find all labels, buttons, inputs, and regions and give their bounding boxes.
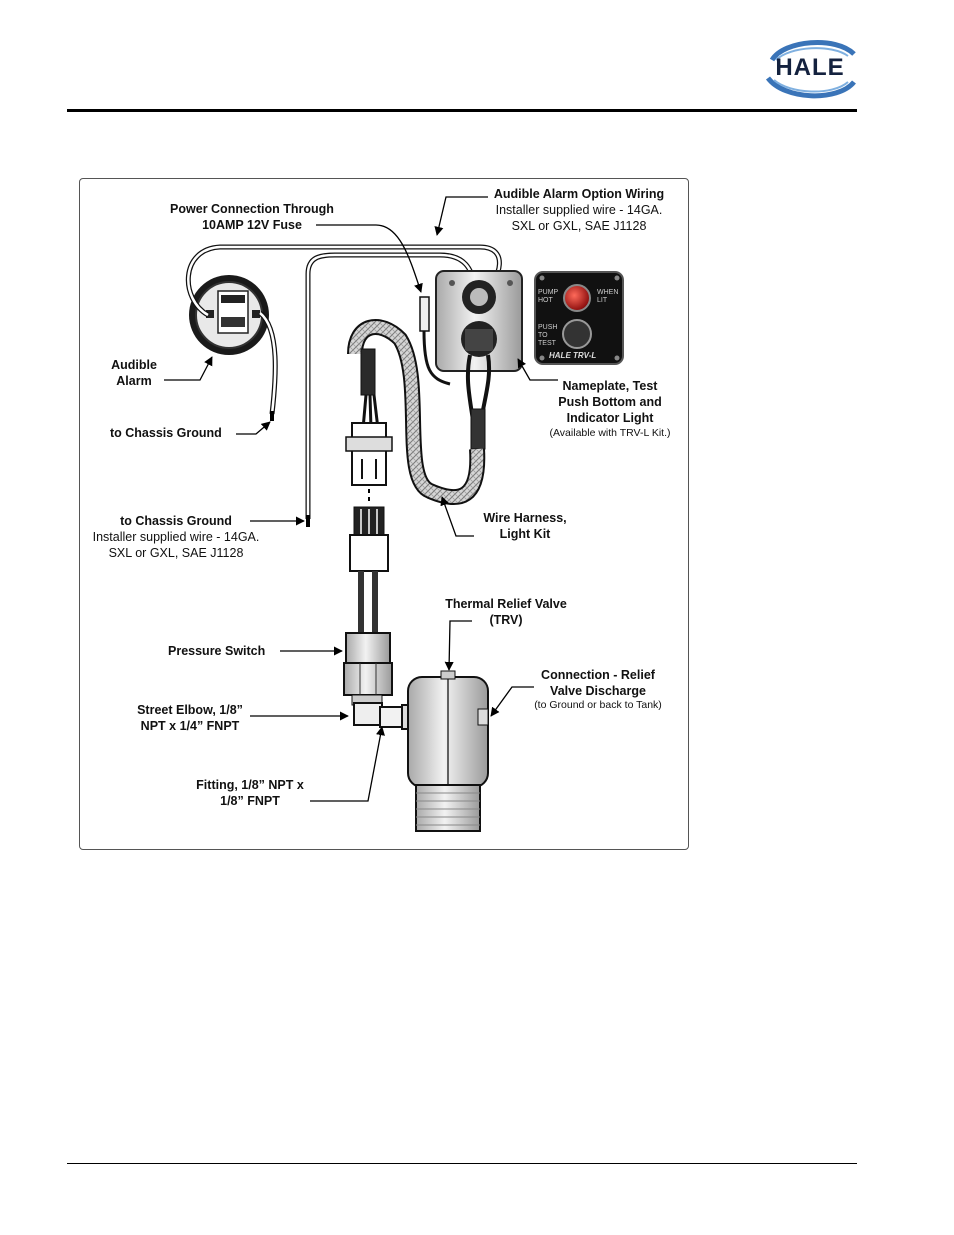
header-rule [67,109,857,112]
label-chassis-ground-2-line2: Installer supplied wire - 14GA. [92,530,260,544]
pressure-switch [343,632,393,706]
label-chassis-ground-2-title: to Chassis Ground [120,514,232,528]
logo-text: HALE [775,54,845,81]
label-nameplate-line2: Push Bottom and [558,395,662,409]
label-connection-note: (to Ground or back to Tank) [534,699,662,711]
thermal-relief-valve [407,670,489,832]
label-power-line2: 10AMP 12V Fuse [202,218,302,232]
indicator-light-icon [563,284,591,312]
label-street-elbow-line2: NPT x 1/4” FNPT [140,719,240,733]
indicator-panel [534,271,624,365]
test-button-icon [562,319,592,349]
harness-connector [345,422,393,486]
wiring-diagram-art [164,196,624,832]
label-nameplate-line3: Indicator Light [566,411,654,425]
label-chassis-ground-2-line3: SXL or GXL, SAE J1128 [108,546,244,560]
street-elbow [353,702,413,730]
mounting-plate [435,270,523,372]
label-chassis-ground-1: to Chassis Ground [110,426,222,440]
switch-connector [349,506,389,633]
label-wire-harness-line2: Light Kit [499,527,551,541]
label-audible-alarm-line2: Alarm [116,374,152,388]
label-audible-option-line3: SXL or GXL, SAE J1128 [511,219,647,233]
fuse-terminal [419,296,451,386]
label-audible-option-line2: Installer supplied wire - 14GA. [495,203,663,217]
footer-rule [67,1163,857,1164]
panel-brand: HALE TRV-L [549,351,597,360]
audible-alarm-device [189,275,269,355]
label-nameplate-note: (Available with TRV-L Kit.) [549,427,671,439]
label-fitting-line2: 1/8” FNPT [220,794,280,808]
label-trv-line1: Thermal Relief Valve [445,597,567,611]
label-nameplate-line1: Nameplate, Test [562,379,658,393]
label-power-line1: Power Connection Through [170,202,334,216]
label-street-elbow-line1: Street Elbow, 1/8” [137,703,243,717]
label-wire-harness-line1: Wire Harness, [483,511,567,525]
hale-logo: HALE [762,38,858,100]
label-pressure-switch: Pressure Switch [168,644,266,658]
label-fitting-line1: Fitting, 1/8” NPT x [196,778,304,792]
label-audible-option-title: Audible Alarm Option Wiring [493,187,665,201]
label-connection-line1: Connection - Relief [541,668,655,682]
label-connection-line2: Valve Discharge [550,684,646,698]
label-trv-line2: (TRV) [489,613,523,627]
label-audible-alarm-line1: Audible [111,358,157,372]
logo-swoosh-icon [765,40,856,99]
